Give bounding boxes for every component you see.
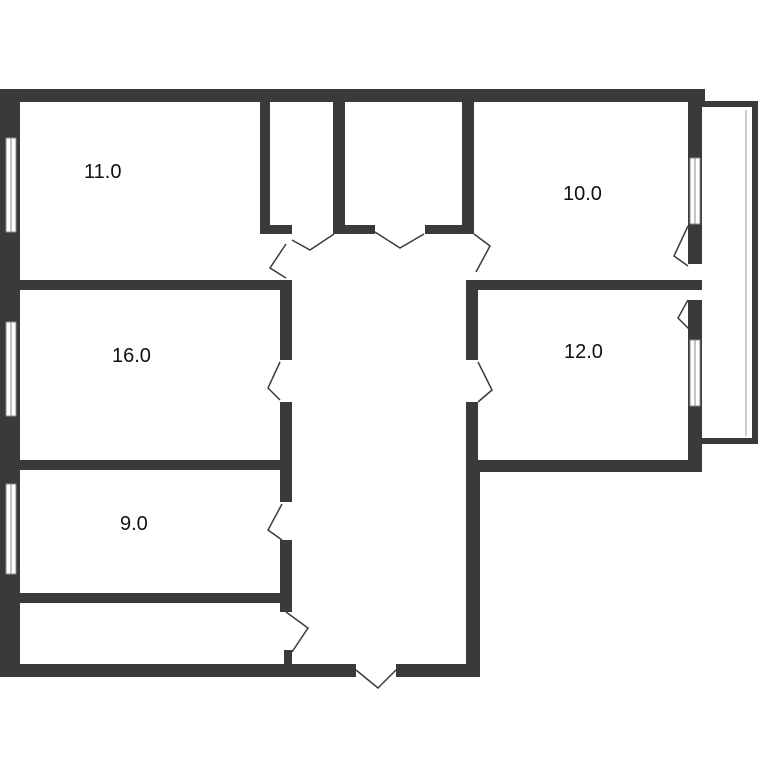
windows xyxy=(5,110,747,575)
balcony-right xyxy=(752,101,758,444)
door-closet2 xyxy=(374,231,425,249)
closet1-right xyxy=(333,95,345,232)
wall-top xyxy=(0,89,705,102)
wall-bottom-left xyxy=(0,664,356,677)
door-balcony-lower xyxy=(677,299,693,333)
door-closet1 xyxy=(291,233,335,251)
wall-corridor-left-bottom xyxy=(284,650,292,670)
wall-corridor-right-upper xyxy=(466,280,478,360)
balcony-top xyxy=(688,101,758,107)
wall-corridor-right-outer xyxy=(466,460,480,677)
balcony-bottom xyxy=(702,438,758,444)
wall-corridor-left-upper xyxy=(280,280,292,360)
wall-left-room-divider-2 xyxy=(0,460,292,470)
area-label-bottom-left: 9.0 xyxy=(120,513,148,535)
door-entrance xyxy=(355,669,397,690)
door-top-right-room xyxy=(473,233,491,273)
area-label-top-right: 10.0 xyxy=(563,183,602,205)
doors xyxy=(267,225,693,690)
wall-left-room-divider-3 xyxy=(0,593,292,603)
wall-corridor-right-mid xyxy=(466,402,478,472)
closet1-bottom-b xyxy=(333,225,351,234)
closet1-left xyxy=(260,95,270,232)
door-bottom-left-room xyxy=(267,503,283,541)
wall-bottom-right xyxy=(396,664,480,677)
closet2-bottom-a xyxy=(345,225,375,234)
area-label-middle-right: 12.0 xyxy=(564,341,603,363)
area-label-middle-left: 16.0 xyxy=(112,345,151,367)
door-top-left-room xyxy=(268,243,287,279)
wall-left-room-divider-1 xyxy=(0,280,292,290)
area-label-top-left: 11.0 xyxy=(84,161,121,183)
wall-corridor-left-low xyxy=(280,540,292,612)
door-middle-right-room xyxy=(477,361,493,403)
closet1-bottom xyxy=(260,225,292,234)
walls xyxy=(0,89,758,677)
door-middle-left-room xyxy=(267,361,281,401)
door-storage xyxy=(285,611,310,653)
door-balcony-upper xyxy=(673,225,689,267)
closet2-bottom-b xyxy=(425,225,474,234)
wall-corridor-left-mid xyxy=(280,402,292,502)
wall-right-room-divider xyxy=(466,280,702,290)
wall-right-rooms-bottom xyxy=(466,460,702,472)
closet2-right xyxy=(462,95,474,232)
